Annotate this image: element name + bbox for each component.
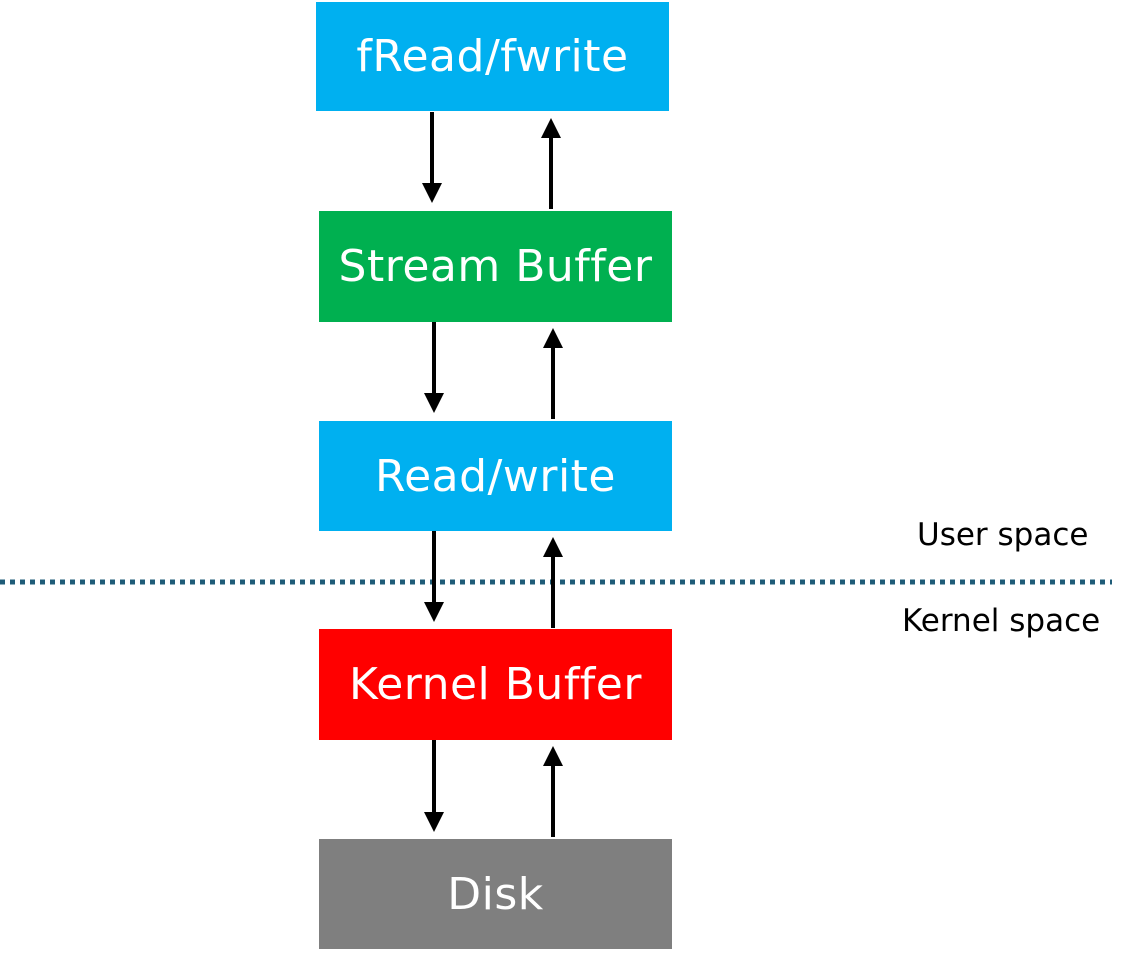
layer-box-disk: Disk (319, 839, 672, 949)
layer-label-disk: Disk (447, 868, 544, 920)
layer-label-stream-buffer: Stream Buffer (338, 241, 653, 292)
layer-box-stream-buffer: Stream Buffer (319, 211, 672, 322)
kernel-space-label: Kernel space (902, 603, 1101, 639)
layer-box-kernel-buffer: Kernel Buffer (319, 629, 672, 740)
layer-label-fread-fwrite: fRead/fwrite (356, 31, 629, 82)
user-space-label: User space (917, 517, 1089, 553)
layer-label-read-write: Read/write (374, 450, 616, 502)
layer-box-fread-fwrite: fRead/fwrite (316, 2, 669, 111)
layer-label-kernel-buffer: Kernel Buffer (349, 659, 642, 710)
layer-box-read-write: Read/write (319, 421, 672, 531)
